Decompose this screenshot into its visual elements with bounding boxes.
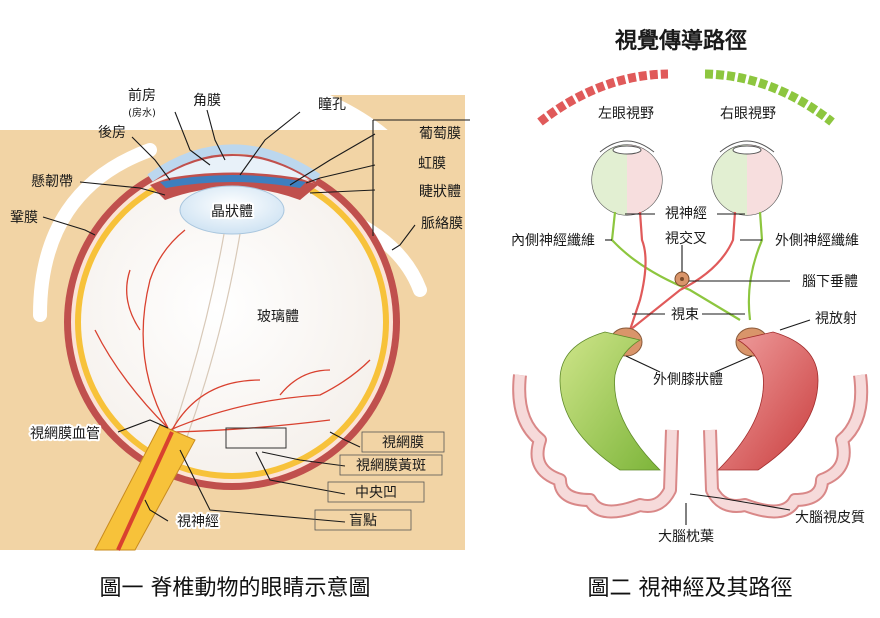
label-pathway-optic-nerve: 視神經: [665, 206, 707, 222]
right-optic-radiation: [717, 331, 819, 471]
eye-leader-lines: [42, 109, 470, 523]
label-zonule: 懸韌帶: [31, 174, 73, 190]
label-left-field: 左眼視野: [598, 106, 654, 122]
nerve-fibers: [610, 211, 764, 331]
label-blind-spot: 盲點: [349, 512, 377, 529]
hyaloid-canal: [169, 233, 225, 441]
central-artery: [116, 431, 174, 551]
label-vitreous: 玻璃體: [257, 308, 299, 325]
label-optic-tract: 視束: [671, 307, 699, 323]
label-anterior-chamber: 前房: [128, 87, 156, 104]
eye-diagram: 前房 (房水) 角膜 瞳孔 後房 葡萄膜 虹膜 懸韌帶 睫狀體 晶狀體 脈絡膜 …: [0, 87, 470, 601]
pathway-title: 視覺傳導路徑: [615, 28, 747, 54]
left-field-arc: [537, 69, 669, 126]
macula-box: [225, 427, 287, 449]
label-pituitary: 腦下垂體: [802, 274, 858, 290]
label-lgn: 外側膝狀體: [653, 372, 723, 388]
ciliary-region: [150, 167, 318, 200]
label-pupil: 瞳孔: [318, 96, 346, 113]
label-optic-radiation: 視放射: [815, 311, 857, 327]
label-optic-nerve-eye: 視神經: [177, 514, 219, 530]
label-sclera: 鞏膜: [10, 210, 38, 226]
label-occipital-lobe: 大腦枕葉: [658, 529, 714, 545]
label-lens: 晶狀體: [211, 204, 253, 220]
cornea: [147, 144, 321, 182]
label-retina: 視網膜: [382, 435, 424, 451]
label-lateral-fibers: 外側神經纖維: [775, 233, 859, 249]
left-optic-radiation: [559, 331, 661, 471]
upper-eyelid: [33, 143, 157, 322]
eye-label-boxes: [314, 431, 445, 531]
pathway-leader-lines: [605, 213, 811, 525]
iris: [160, 175, 306, 188]
right-eyeball: [711, 140, 783, 216]
label-retinal-vessels: 視網膜血管: [30, 426, 100, 442]
anterior-chamber: [158, 156, 310, 180]
label-visual-cortex: 大腦視皮質: [795, 510, 865, 526]
label-ciliary-body: 睫狀體: [419, 184, 461, 200]
label-medial-fibers: 內側神經纖維: [511, 233, 595, 249]
label-right-field: 右眼視野: [720, 106, 776, 122]
left-eyeball: [591, 140, 663, 216]
visual-pathway-diagram: 視覺傳導路徑 左眼視野 右眼視野: [511, 28, 869, 601]
label-choroid: 脈絡膜: [421, 216, 463, 232]
vitreous-body: [81, 171, 383, 473]
caption-figure1: 圖一 脊椎動物的眼睛示意圖: [100, 576, 371, 601]
label-macula: 視網膜黃斑: [356, 458, 426, 474]
pituitary-core: [680, 277, 684, 281]
label-posterior-chamber: 後房: [98, 125, 126, 141]
label-uvea: 葡萄膜: [419, 126, 461, 142]
cortex-inner-outline: [514, 374, 867, 517]
label-cornea: 角膜: [193, 93, 221, 109]
label-fovea: 中央凹: [355, 485, 397, 501]
label-aqueous: (房水): [128, 106, 156, 119]
hyaloid-canal-2: [185, 233, 241, 441]
label-optic-chiasm: 視交叉: [665, 230, 707, 247]
caption-figure2: 圖二 視神經及其路徑: [588, 576, 793, 601]
lens: [179, 185, 285, 235]
right-field-arc: [704, 69, 835, 126]
label-iris: 虹膜: [418, 156, 446, 172]
